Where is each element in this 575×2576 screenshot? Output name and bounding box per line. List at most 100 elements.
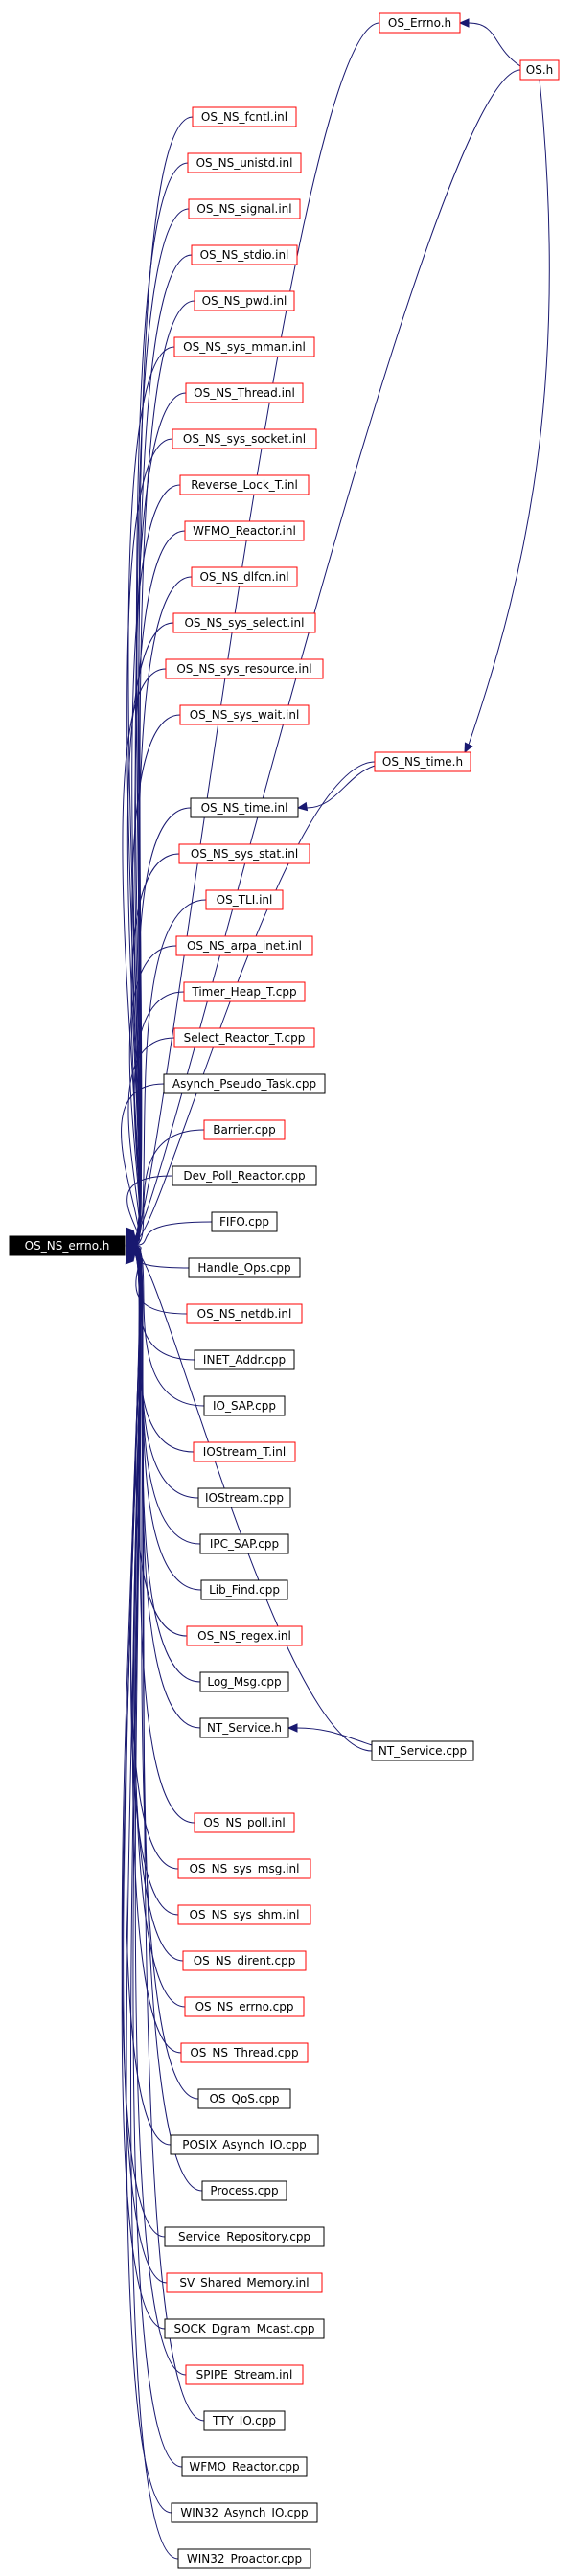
- file-node-os-ns-netdb-inl[interactable]: OS_NS_netdb.inl: [186, 1303, 303, 1324]
- file-node-asynch-pseudo-task-cpp: Asynch_Pseudo_Task.cpp: [163, 1073, 326, 1094]
- file-node-os-ns-sys-mman-inl[interactable]: OS_NS_sys_mman.inl: [173, 336, 315, 357]
- dependency-edge: [133, 1249, 196, 1824]
- file-node-reverse-lock-t-inl[interactable]: Reverse_Lock_T.inl: [179, 474, 310, 495]
- node-box: [197, 1487, 291, 1508]
- node-box: [179, 704, 310, 725]
- node-box: [186, 1625, 303, 1646]
- node-label: OS_NS_regex.inl: [197, 1629, 291, 1643]
- file-node-sv-shared-memory-inl[interactable]: SV_Shared_Memory.inl: [166, 2272, 323, 2293]
- file-node-spipe-stream-inl[interactable]: SPIPE_Stream.inl: [185, 2364, 304, 2385]
- node-label: OS_TLI.inl: [217, 893, 273, 907]
- node-box: [171, 2502, 318, 2523]
- node-label: Dev_Poll_Reactor.cpp: [183, 1169, 305, 1183]
- dependency-edge: [133, 1221, 213, 1247]
- node-box: [194, 290, 295, 311]
- file-node-iostream-t-inl[interactable]: IOStream_T.inl: [193, 1441, 296, 1462]
- file-node-win32-asynch-io-cpp: WIN32_Asynch_IO.cpp: [171, 2502, 318, 2523]
- node-box: [175, 935, 313, 956]
- node-label: Timer_Heap_T.cpp: [191, 985, 296, 999]
- edge-arrowhead: [464, 742, 473, 754]
- file-node-os-ns-pwd-inl[interactable]: OS_NS_pwd.inl: [194, 290, 295, 311]
- node-box: [183, 981, 306, 1002]
- node-box: [185, 2364, 304, 2385]
- file-node-sock-dgram-mcast-cpp: SOCK_Dgram_Mcast.cpp: [164, 2318, 325, 2339]
- node-box: [374, 751, 472, 772]
- file-node-select-reactor-t-cpp[interactable]: Select_Reactor_T.cpp: [173, 1027, 315, 1048]
- node-box: [184, 1996, 305, 2017]
- edge-arrowhead: [125, 1253, 134, 1265]
- node-box: [205, 889, 284, 910]
- file-node-timer-heap-t-cpp[interactable]: Timer_Heap_T.cpp: [183, 981, 306, 1002]
- file-node-os-ns-unistd-inl[interactable]: OS_NS_unistd.inl: [187, 152, 302, 173]
- file-node-os-ns-sys-resource-inl[interactable]: OS_NS_sys_resource.inl: [165, 658, 324, 679]
- node-label: OS_NS_sys_mman.inl: [183, 340, 306, 354]
- file-node-os-ns-sys-select-inl[interactable]: OS_NS_sys_select.inl: [172, 612, 316, 633]
- file-node-os-ns-sys-wait-inl[interactable]: OS_NS_sys_wait.inl: [179, 704, 310, 725]
- file-node-os-errno-h[interactable]: OS_Errno.h: [379, 12, 461, 34]
- node-box: [182, 1950, 307, 1971]
- node-box: [371, 1740, 474, 1761]
- file-node-os-ns-sys-shm-inl[interactable]: OS_NS_sys_shm.inl: [177, 1904, 311, 1925]
- node-box: [184, 520, 305, 541]
- node-label: OS_NS_dirent.cpp: [194, 1954, 296, 1967]
- node-label: NT_Service.h: [207, 1721, 282, 1735]
- dependency-edge: [468, 79, 550, 746]
- file-node-os-ns-fcntl-inl[interactable]: OS_NS_fcntl.inl: [192, 106, 297, 127]
- node-label: Select_Reactor_T.cpp: [184, 1031, 306, 1045]
- file-node-wfmo-reactor-inl[interactable]: WFMO_Reactor.inl: [184, 520, 305, 541]
- node-box: [199, 1671, 289, 1692]
- file-node-os-ns-signal-inl[interactable]: OS_NS_signal.inl: [188, 198, 301, 219]
- node-label: OS_NS_sys_stat.inl: [191, 847, 298, 861]
- node-box: [192, 106, 297, 127]
- file-node-os-ns-thread-inl[interactable]: OS_NS_Thread.inl: [185, 382, 304, 403]
- node-box: [172, 612, 316, 633]
- node-box: [172, 428, 317, 449]
- node-label: OS_NS_pwd.inl: [202, 294, 288, 308]
- file-node-os-ns-sys-socket-inl[interactable]: OS_NS_sys_socket.inl: [172, 428, 317, 449]
- node-box: [203, 2410, 286, 2431]
- file-node-os-ns-arpa-inet-inl[interactable]: OS_NS_arpa_inet.inl: [175, 935, 313, 956]
- file-node-os-ns-stdio-inl[interactable]: OS_NS_stdio.inl: [191, 244, 298, 265]
- node-box: [186, 1303, 303, 1324]
- file-node-os-tli-inl[interactable]: OS_TLI.inl: [205, 889, 284, 910]
- file-node-service-repository-cpp: Service_Repository.cpp: [164, 2226, 325, 2247]
- file-node-log-msg-cpp: Log_Msg.cpp: [199, 1671, 289, 1692]
- file-node-os-ns-sys-stat-inl[interactable]: OS_NS_sys_stat.inl: [178, 843, 310, 864]
- node-label: OS_NS_unistd.inl: [196, 156, 293, 170]
- edges-layer: [121, 18, 550, 2560]
- dependency-edge: [121, 1083, 165, 1246]
- node-label: Process.cpp: [210, 2184, 278, 2197]
- node-label: Reverse_Lock_T.inl: [191, 478, 298, 492]
- node-label: SV_Shared_Memory.inl: [179, 2276, 309, 2289]
- node-label: OS_NS_Thread.cpp: [190, 2046, 298, 2059]
- node-label: OS_NS_arpa_inet.inl: [187, 939, 302, 953]
- node-box: [519, 59, 560, 80]
- file-node-os-ns-poll-inl[interactable]: OS_NS_poll.inl: [194, 1812, 295, 1833]
- file-node-os-ns-thread-cpp[interactable]: OS_NS_Thread.cpp: [180, 2042, 309, 2063]
- file-node-lib-find-cpp: Lib_Find.cpp: [200, 1579, 288, 1600]
- node-box: [179, 474, 310, 495]
- file-node-barrier-cpp[interactable]: Barrier.cpp: [203, 1119, 286, 1140]
- dependency-edge: [133, 69, 521, 1238]
- file-node-os-h[interactable]: OS.h: [519, 59, 560, 80]
- file-node-os-ns-errno-cpp[interactable]: OS_NS_errno.cpp: [184, 1996, 305, 2017]
- node-label: OS_NS_fcntl.inl: [201, 110, 288, 124]
- node-box: [191, 244, 298, 265]
- dependency-edge: [468, 22, 521, 67]
- node-label: WFMO_Reactor.inl: [193, 524, 296, 538]
- node-box: [180, 2042, 309, 2063]
- node-box: [188, 1257, 301, 1278]
- node-label: Service_Repository.cpp: [178, 2230, 310, 2243]
- node-box: [199, 1717, 289, 1738]
- file-node-ipc-sap-cpp: IPC_SAP.cpp: [199, 1533, 289, 1554]
- node-label: OS_NS_Thread.inl: [194, 386, 295, 400]
- file-node-os-ns-regex-inl[interactable]: OS_NS_regex.inl: [186, 1625, 303, 1646]
- node-label: OS_NS_stdio.inl: [200, 248, 289, 262]
- node-box: [379, 12, 461, 34]
- file-node-os-ns-time-h[interactable]: OS_NS_time.h: [374, 751, 472, 772]
- file-node-os-ns-dirent-cpp[interactable]: OS_NS_dirent.cpp: [182, 1950, 307, 1971]
- edge-arrowhead: [287, 1723, 298, 1733]
- file-node-os-ns-sys-msg-inl[interactable]: OS_NS_sys_msg.inl: [177, 1858, 311, 1879]
- node-label: INET_Addr.cpp: [203, 1353, 286, 1367]
- file-node-os-ns-dlfcn-inl[interactable]: OS_NS_dlfcn.inl: [191, 566, 298, 587]
